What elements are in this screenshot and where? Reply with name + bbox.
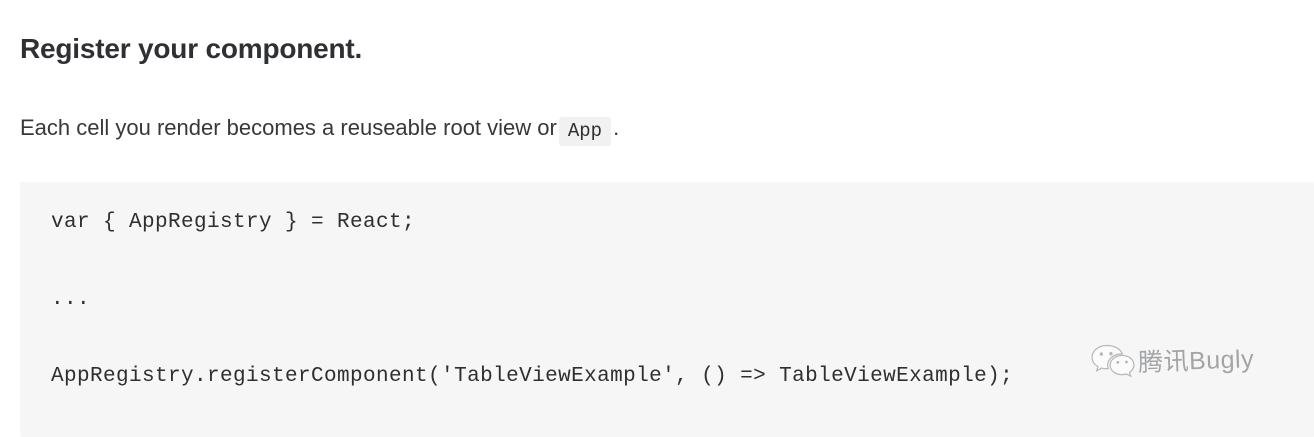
code-block[interactable]: var { AppRegistry } = React; ... AppRegi… — [20, 182, 1314, 437]
inline-code-app: App — [558, 117, 612, 146]
paragraph-text-before: Each cell you render becomes a reuseable… — [20, 115, 557, 140]
code-line: ... — [51, 288, 91, 311]
code-line-spacer — [51, 235, 1314, 287]
intro-paragraph: Each cell you render becomes a reuseable… — [20, 112, 620, 146]
page-heading: Register your component. — [20, 33, 363, 64]
paragraph-text-after: . — [613, 115, 620, 140]
code-line: var { AppRegistry } = React; — [51, 211, 416, 234]
code-line-spacer — [51, 312, 1314, 364]
code-line: AppRegistry.registerComponent('TableView… — [51, 365, 1014, 388]
